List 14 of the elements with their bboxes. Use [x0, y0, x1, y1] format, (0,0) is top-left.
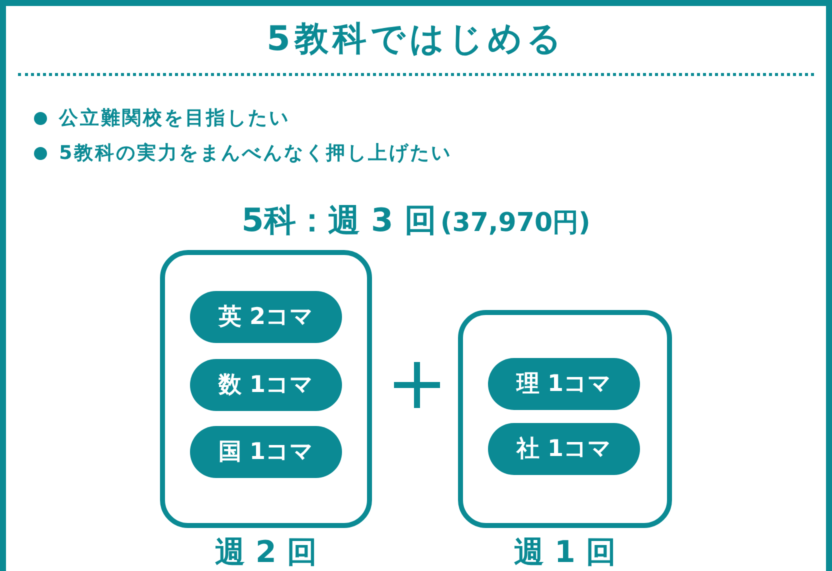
bullet-text: 5教科の実力をまんべんなく押し上げたい	[59, 141, 452, 166]
frequency-label: 週 1 回	[513, 534, 617, 571]
subject-pill: 社 1コマ	[488, 423, 640, 475]
bullet-text: 公立難関校を目指したい	[59, 106, 290, 131]
title: 5教科ではじめる	[266, 18, 566, 61]
group-box	[458, 310, 672, 528]
plan-heading: 5科：週 3 回	[242, 200, 436, 241]
subject-pill: 数 1コマ	[190, 359, 342, 411]
subject-pill: 国 1コマ	[190, 426, 342, 478]
subject-pill: 理 1コマ	[488, 358, 640, 410]
frequency-label: 週 2 回	[214, 534, 318, 571]
subject-pill: 英 2コマ	[190, 291, 342, 343]
group-box	[160, 250, 372, 528]
price-text: (37,970円)	[440, 207, 590, 240]
